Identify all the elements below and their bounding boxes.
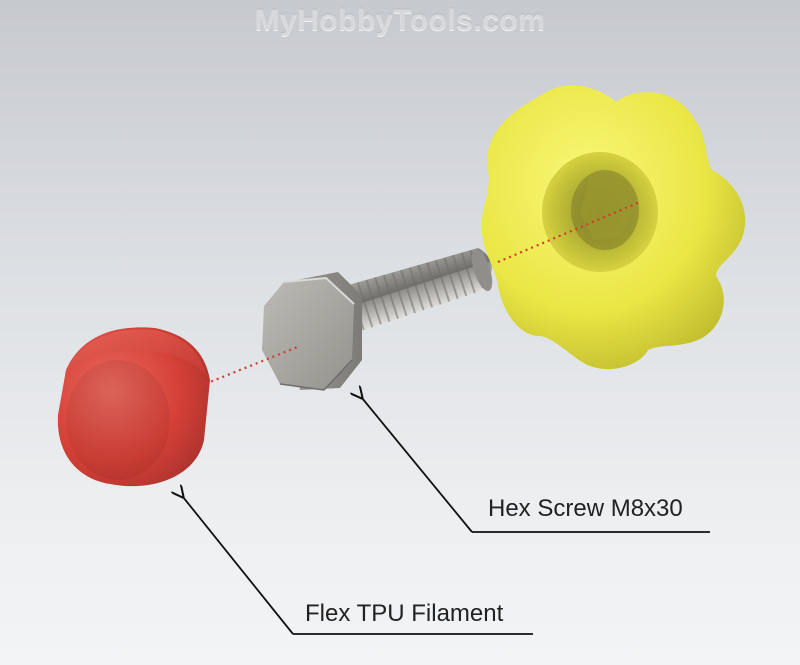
assembly-axis <box>199 200 641 388</box>
hex-head-face <box>262 278 354 390</box>
callout-leader-screw <box>362 398 710 533</box>
tpu-cap <box>57 327 210 487</box>
callout-leader-tpu <box>183 497 533 635</box>
callout-label-tpu: Flex TPU Filament <box>305 600 504 627</box>
callout-label-screw: Hex Screw M8x30 <box>488 495 683 522</box>
star-knob <box>481 85 746 370</box>
screw-thread <box>338 248 492 338</box>
hex-screw <box>262 248 493 391</box>
watermark-text: MyHobbyTools.com <box>254 4 546 37</box>
